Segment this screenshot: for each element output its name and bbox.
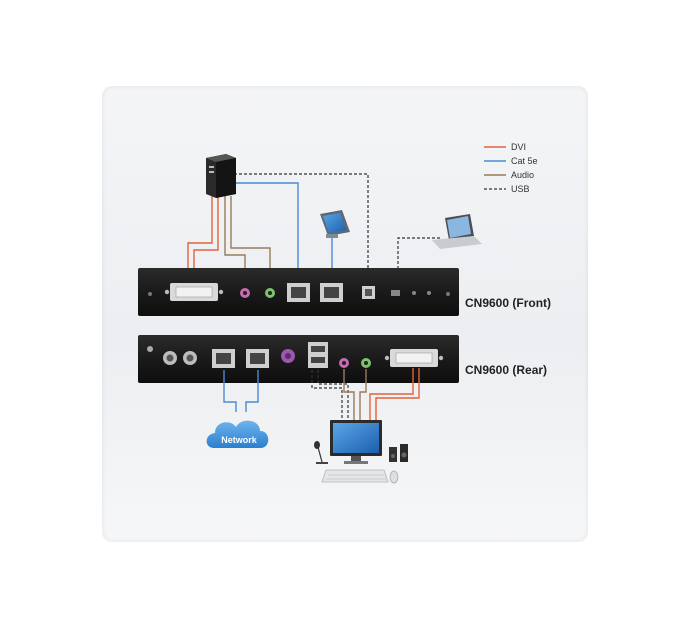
usb-cable-pc bbox=[234, 173, 369, 278]
usb-cable-rear-1 bbox=[311, 370, 343, 420]
usb-cable-rear-2 bbox=[317, 370, 349, 420]
cn9600-front-unit bbox=[138, 268, 459, 316]
mouse-icon bbox=[389, 470, 399, 484]
keyboard-icon bbox=[321, 469, 389, 483]
laptop-icon bbox=[432, 214, 482, 249]
cat5e-cable-network-2 bbox=[245, 370, 259, 412]
usb-ports-rear bbox=[308, 342, 328, 368]
dvi-port-rear bbox=[384, 349, 444, 367]
audio-cable-front-1 bbox=[224, 196, 246, 276]
legend-dvi-label: DVI bbox=[511, 142, 527, 152]
speakers-icon bbox=[389, 444, 408, 462]
usb-cable-laptop bbox=[397, 237, 440, 280]
network-label: Network bbox=[221, 435, 258, 445]
monitor-icon bbox=[330, 420, 382, 464]
cat5e-cable-pc bbox=[234, 182, 299, 276]
dvi-port-front bbox=[164, 283, 224, 301]
cat5e-cable-network-1 bbox=[223, 370, 237, 412]
computer-tower-icon bbox=[206, 154, 236, 198]
front-unit-label: CN9600 (Front) bbox=[465, 296, 552, 310]
microphone-icon bbox=[314, 441, 328, 464]
audio-cable-rear-2 bbox=[359, 369, 367, 420]
dvi-cable-front bbox=[187, 196, 213, 272]
dvi-cable-rear-2 bbox=[375, 368, 420, 420]
audio-cable-front-2 bbox=[230, 196, 271, 276]
audio-cable-rear-1 bbox=[343, 369, 355, 420]
legend-usb-label: USB bbox=[511, 184, 530, 194]
cn9600-rear-unit bbox=[138, 335, 459, 383]
dvi-cable-front-2 bbox=[193, 196, 219, 272]
legend-cat5e-label: Cat 5e bbox=[511, 156, 538, 166]
legend-audio-label: Audio bbox=[511, 170, 535, 180]
touch-panel-icon bbox=[320, 210, 350, 238]
dvi-cable-rear bbox=[369, 368, 414, 420]
rear-unit-label: CN9600 (Rear) bbox=[465, 363, 548, 377]
legend bbox=[484, 146, 506, 190]
network-cloud-icon: Network bbox=[206, 420, 269, 448]
